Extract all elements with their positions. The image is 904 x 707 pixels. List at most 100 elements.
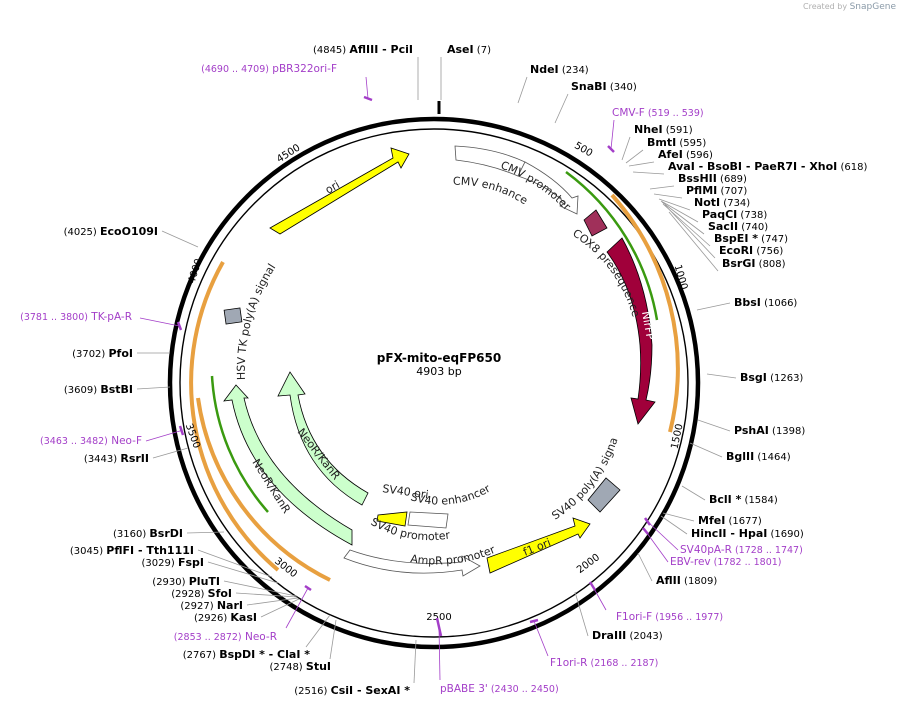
enzyme-position: (738) [737,210,767,221]
enzyme-site-pluTI[interactable]: (2930) PluTI [152,575,297,597]
enzyme-site-ecoO109I[interactable]: (4025) EcoO109I [64,225,199,248]
enzyme-site-bstBI[interactable]: (3609) BstBI [64,383,171,396]
primer-marker [588,581,597,591]
enzyme-leader-line [660,515,688,535]
enzyme-site-ecoRI[interactable]: EcoRI (756) [664,204,783,259]
enzyme-site-pflFI-tth111I[interactable]: (3045) PflFI - Tth111I [70,544,273,578]
sv40-ori-feature[interactable] [376,511,408,527]
primer-marker [643,517,652,526]
ori-feature[interactable] [269,147,410,235]
enzyme-site-avaI-group[interactable]: AvaI - BsoBI - PaeR7I - XhoI (618) [632,160,867,175]
enzyme-site-hincII-hpaI[interactable]: HincII - HpaI (1690) [660,515,804,540]
primer-SV40pA-R[interactable]: SV40pA-R (1728 .. 1747) [643,517,803,556]
neor-inner-feature[interactable] [277,371,369,506]
enzyme-site-bclI[interactable]: BclI * (1584) [681,485,778,506]
enzyme-site-bsgI[interactable]: BsgI (1263) [706,371,803,384]
enzyme-label: (3029) FspI [142,556,204,569]
enzyme-site-draIII[interactable]: DraIII (2043) [574,591,663,642]
nirfp-feature[interactable] [606,237,656,425]
enzyme-position: (3029) [142,558,178,569]
primer-leader-line [365,76,369,99]
enzyme-site-mfeI[interactable]: MfeI (1677) [662,512,762,527]
primer-pBR322ori-F[interactable]: (4690 .. 4709) pBR322ori-F [201,63,373,102]
enzyme-site-snabI[interactable]: SnaBI (340) [554,80,637,124]
f1-ori-feature[interactable] [486,517,591,574]
enzyme-leader-line [517,76,528,104]
enzyme-label: BssHII (689) [678,172,747,185]
enzyme-site-csiI-sexAI[interactable]: (2516) CsiI - SexAI * [294,639,417,697]
enzyme-site-nheI[interactable]: NheI (591) [621,123,693,161]
enzyme-position: (234) [559,65,589,76]
enzyme-site-stuI[interactable]: (2748) StuI [269,619,337,673]
primer-Neo-R[interactable]: (2853 .. 2872) Neo-R [174,584,312,643]
enzyme-position: (2516) [294,686,330,697]
enzyme-label: SnaBI (340) [571,80,637,93]
enzyme-leader-line [574,591,589,637]
primer-name: F1ori-R [550,657,587,669]
enzyme-leader-line [697,419,731,432]
enzyme-name: HincII - HpaI [691,527,767,540]
enzyme-position: (591) [663,125,693,136]
enzyme-name: BclI * [709,493,742,506]
enzyme-site-bbsI[interactable]: BbsI (1066) [696,296,797,311]
enzyme-label: (3702) PfoI [72,347,133,360]
enzyme-site-afeI[interactable]: AfeI (596) [628,148,713,167]
enzyme-site-rsrII[interactable]: (3443) RsrII [84,447,189,465]
enzyme-site-sacII[interactable]: SacII (740) [661,201,768,235]
enzyme-leader-line [658,198,691,211]
enzyme-leader-line [628,161,655,167]
primer-EBV-rev[interactable]: EBV-rev (1782 .. 1801) [642,527,782,568]
enzyme-site-narI[interactable]: (2927) NarI [180,597,299,612]
enzyme-site-bsrGI[interactable]: BsrGI (808) [668,211,786,272]
enzyme-site-fspI[interactable]: (3029) FspI [142,556,279,584]
enzyme-name: AfeI [658,148,683,161]
enzyme-leader-line [186,531,225,534]
enzyme-leader-line [554,93,569,124]
sv40-polyA-feature[interactable] [587,477,621,513]
primer-Neo-F[interactable]: (3463 .. 3482) Neo-F [40,425,185,447]
enzyme-name: SfoI [208,587,232,600]
primer-F1ori-R[interactable]: F1ori-R (2168 .. 2187) [529,618,658,669]
enzyme-name: NotI [694,196,720,209]
enzyme-site-pfoI[interactable]: (3702) PfoI [72,347,170,360]
cmv-enhancer-label: CMV enhancer [0,0,530,207]
enzyme-site-ndeI[interactable]: NdeI (234) [517,63,589,104]
enzyme-label: (4025) EcoO109I [64,225,158,238]
enzyme-site-sfoI[interactable]: (2928) SfoI [171,587,298,600]
enzyme-label: MfeI (1677) [698,514,762,527]
enzyme-site-notI[interactable]: NotI (734) [658,196,750,211]
enzyme-site-kasI[interactable]: (2926) KasI [194,598,300,624]
enzyme-name: NheI [634,123,663,136]
enzyme-name: BsgI [740,371,767,384]
primer-F1ori-F[interactable]: F1ori-F (1956 .. 1977) [588,581,723,623]
enzyme-site-aseI[interactable]: AseI (7) [440,43,491,100]
enzyme-site-bsshII[interactable]: BssHII (689) [649,172,747,190]
primer-TK-pA-R[interactable]: (3781 .. 3800) TK-pA-R [20,311,183,331]
enzyme-site-bsrDI[interactable]: (3160) BsrDI [113,527,225,540]
sv40-enhancer-feature[interactable] [407,511,449,529]
enzyme-name: BssHII [678,172,717,185]
enzyme-name: MfeI [698,514,725,527]
enzyme-site-aflII[interactable]: AflII (1809) [637,552,717,587]
enzyme-site-pshAI[interactable]: PshAI (1398) [697,419,805,437]
neor-outer-feature[interactable] [223,384,353,546]
enzyme-site-paqCI[interactable]: PaqCI (738) [660,200,767,223]
enzyme-site-pflmI[interactable]: PflMI (707) [653,184,747,199]
enzyme-site-bmtI[interactable]: BmtI (595) [625,136,706,164]
primer-pBABE-3[interactable]: pBABE 3' (2430 .. 2450) [435,617,559,695]
enzyme-site-bglII[interactable]: BglII (1464) [689,442,791,463]
cox8-feature[interactable] [583,209,608,237]
enzyme-leader-line [621,136,631,161]
ampr-promoter-feature[interactable] [343,549,481,577]
hsv-tk-polyA-feature[interactable] [223,307,243,325]
enzyme-name: AflII [656,574,681,587]
primer-marker [607,145,615,153]
enzyme-position: (740) [738,222,768,233]
cmv-promoter-feature[interactable] [517,161,579,215]
enzyme-leader-line [706,373,737,379]
primer-CMV-F[interactable]: CMV-F (519 .. 539) [607,107,704,153]
enzyme-site-aflIII-pciI[interactable]: (4845) AflIII - PciI [313,43,419,100]
primer-name: SV40pA-R [680,544,732,556]
enzyme-site-bspDI-claI[interactable]: (2767) BspDI * - ClaI * [183,614,331,661]
enzyme-label: AvaI - BsoBI - PaeR7I - XhoI (618) [668,160,867,173]
